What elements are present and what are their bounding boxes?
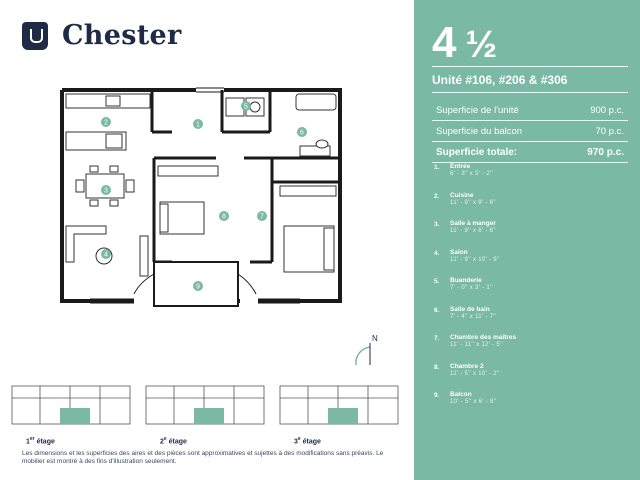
room-dimensions: 11' - 9'' x 9' - 6'' xyxy=(450,199,497,206)
area-label: Superficie de l'unité xyxy=(436,105,519,116)
room-name: Chambre 2 xyxy=(450,362,484,370)
bathroom-fixtures xyxy=(295,93,337,157)
area-value: 900 p.c. xyxy=(590,105,624,116)
floor-label-2: 2e étage xyxy=(160,436,187,446)
bed-master xyxy=(279,185,337,273)
area-label: Superficie totale: xyxy=(436,147,518,158)
floorplan-panel: Chester xyxy=(11,20,399,466)
svg-text:1: 1 xyxy=(196,122,200,129)
room-dimensions: 11' - 11'' x 12' - 5'' xyxy=(450,342,503,348)
floor-label-3: 3e étage xyxy=(294,436,321,446)
room-name: Salon xyxy=(450,248,468,256)
room-marker-2: 2 xyxy=(101,117,111,127)
disclaimer: Les dimensions et les superficies des ai… xyxy=(22,450,384,466)
room-marker-3: 3 xyxy=(101,185,111,195)
chester-logo-icon xyxy=(22,21,48,50)
area-value: 970 p.c. xyxy=(587,147,624,158)
area-row-balcony: Superficie du balcon 70 p.c. xyxy=(432,121,628,142)
area-row-unit: Superficie de l'unité 900 p.c. xyxy=(432,100,628,121)
room-name: Salle à manger xyxy=(450,220,496,227)
key-plan-floor-2 xyxy=(145,385,265,425)
room-name: Chambre des maîtres xyxy=(450,334,517,341)
kitchen-counters xyxy=(65,93,151,151)
room-dimensions: 10' - 5'' x 6' - 8'' xyxy=(450,399,497,405)
north-compass: N xyxy=(355,334,378,366)
key-plans xyxy=(11,385,399,425)
windows xyxy=(90,87,300,304)
room-dimensions: 7' - 0'' x 3' - 1'' xyxy=(450,285,493,291)
area-label: Superficie du balcon xyxy=(436,126,523,137)
room-marker-6: 6 xyxy=(297,127,307,137)
laundry-units xyxy=(225,97,265,117)
key-plan-floor-3 xyxy=(279,385,399,425)
room-name: Salle de bain xyxy=(450,305,490,313)
brand-name: Chester xyxy=(62,20,182,51)
floor-plan: 1 2 3 4 5 6 7 8 9 xyxy=(60,87,342,307)
room-dimensions: 6' - 3'' x 5' - 2'' xyxy=(450,171,493,177)
svg-text:3: 3 xyxy=(104,188,108,195)
room-dimensions: 11' - 9'' x 6' - 6'' xyxy=(450,228,497,234)
compass-letter: N xyxy=(372,334,378,343)
area-table: Superficie de l'unité 900 p.c. Superfici… xyxy=(432,100,628,163)
svg-text:8: 8 xyxy=(222,214,226,221)
room-marker-4: 4 xyxy=(101,249,111,259)
floor-label-1: 1er étage xyxy=(26,436,55,446)
room-marker-9: 9 xyxy=(193,281,203,291)
room-dimensions: 11' - 5'' x 10' - 2'' xyxy=(450,370,500,377)
interior-walls xyxy=(150,90,340,264)
brand: Chester xyxy=(22,20,181,51)
svg-text:9: 9 xyxy=(196,284,200,291)
room-name: Buanderie xyxy=(450,277,482,284)
area-row-total: Superficie totale: 970 p.c. xyxy=(432,142,628,163)
svg-text:5: 5 xyxy=(244,104,248,111)
room-markers: 1 2 3 4 5 6 7 8 9 xyxy=(101,101,307,291)
unit-numbers: Unité #106, #206 & #306 xyxy=(432,73,568,87)
room-marker-8: 8 xyxy=(219,211,229,221)
room-dimensions: 7' - 4'' x 11' - 7'' xyxy=(450,313,497,320)
room-marker-1: 1 xyxy=(193,119,203,129)
svg-text:6: 6 xyxy=(300,130,304,137)
svg-text:4: 4 xyxy=(104,252,108,259)
room-name: Entrée xyxy=(450,163,471,170)
room-name: Balcon xyxy=(450,391,472,398)
divider xyxy=(432,66,628,67)
svg-text:2: 2 xyxy=(104,120,108,127)
room-name: Cuisine xyxy=(450,191,474,199)
area-value: 70 p.c. xyxy=(595,126,624,137)
dining-table xyxy=(75,165,135,207)
bed-bedroom-2 xyxy=(157,165,219,235)
unit-type-fraction: ½ xyxy=(465,24,499,66)
room-marker-7: 7 xyxy=(257,211,267,221)
key-plan-floor-1 xyxy=(11,385,131,425)
room-dimensions: 11' - 9'' x 10' - 9'' xyxy=(450,256,500,263)
unit-type-whole: 4 xyxy=(432,18,458,67)
svg-text:7: 7 xyxy=(260,214,264,221)
divider xyxy=(432,92,628,93)
room-marker-5: 5 xyxy=(241,101,251,111)
